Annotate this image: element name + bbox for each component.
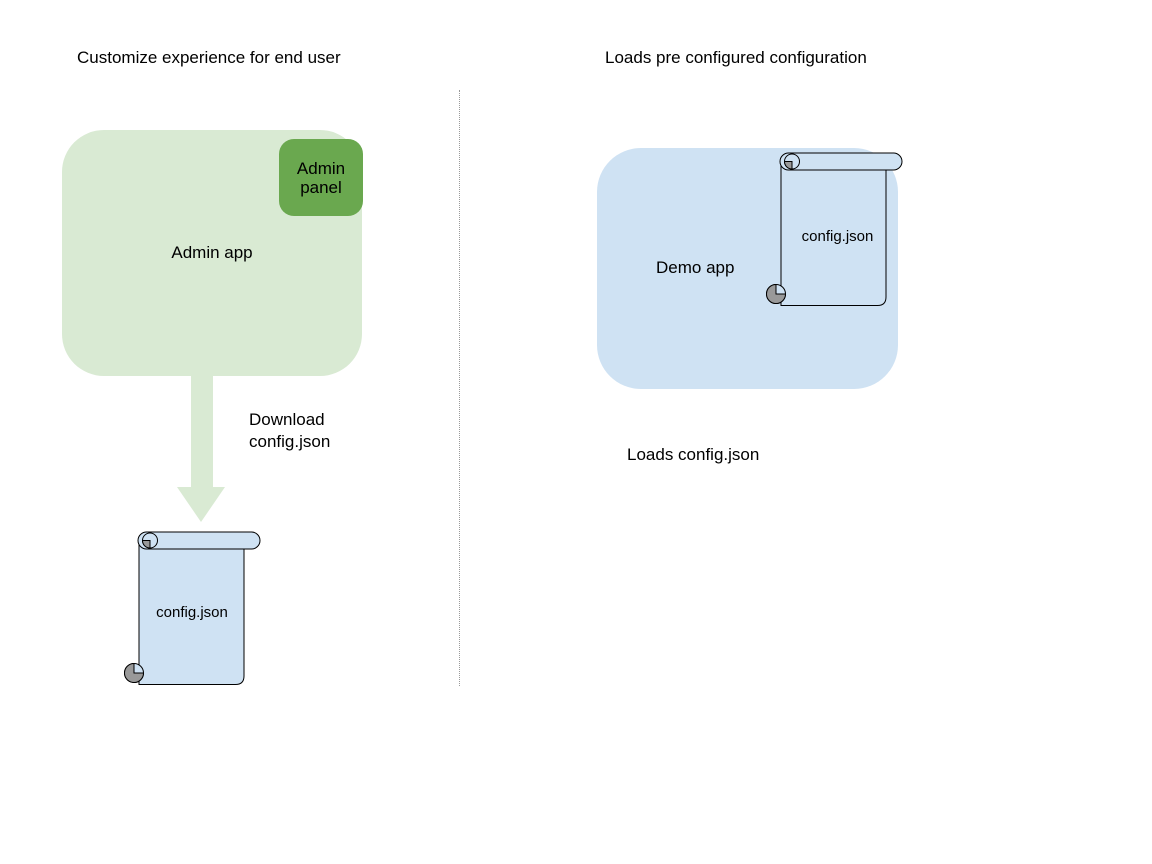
admin-panel-box: Admin panel: [279, 139, 363, 216]
arrow-down-icon: [177, 376, 225, 522]
config-scroll-icon: [766, 152, 903, 306]
right-config-file-label: config.json: [801, 228, 874, 245]
admin-panel-label-line1: Admin: [296, 158, 346, 178]
loads-caption: Loads config.json: [627, 445, 760, 464]
admin-app-label: Admin app: [171, 243, 253, 262]
right-section-heading: Loads pre configured configuration: [605, 48, 867, 67]
admin-panel-label-line2: panel: [300, 177, 342, 197]
admin-panel-label: Admin panel: [297, 159, 345, 197]
left-config-file-label: config.json: [156, 604, 228, 621]
demo-app-label: Demo app: [656, 258, 735, 277]
download-caption-line2: config.json: [249, 432, 331, 451]
download-caption: Download config.json: [249, 409, 330, 453]
config-scroll-icon: [124, 531, 261, 685]
section-divider: [459, 90, 460, 686]
download-caption-line1: Download: [249, 410, 325, 429]
left-section-heading: Customize experience for end user: [77, 48, 341, 67]
